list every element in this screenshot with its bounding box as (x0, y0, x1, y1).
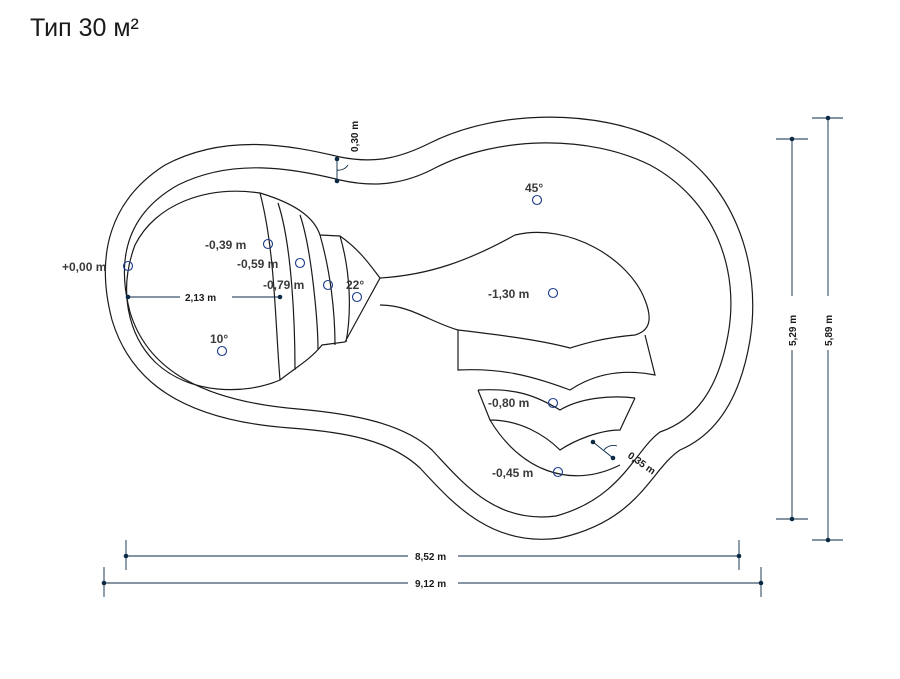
dim-inner-width: 5,29 m (776, 136, 808, 522)
label-level-step2: -0,59 m (237, 257, 278, 271)
level-marker-step2 (294, 257, 306, 269)
level-markers (122, 194, 564, 478)
label-angle-ramp: 22° (346, 278, 364, 292)
dim-round-radius: 2,13 m (125, 293, 283, 304)
label-dim-inner-width: 5,29 m (788, 315, 799, 346)
steps-left (259, 192, 381, 381)
level-marker-edge (122, 260, 134, 272)
label-dim-rim: 0,30 m (350, 121, 361, 152)
round-area (126, 190, 281, 391)
level-marker-step1 (262, 238, 274, 250)
dim-outer-length: 9,12 m (101, 567, 764, 597)
level-marker-right2 (552, 466, 564, 478)
page-title: Тип 30 м² (30, 14, 139, 42)
label-dim-outer-width: 5,89 m (824, 315, 835, 346)
dim-rim-width: 0,30 m (334, 121, 361, 184)
label-dim-step: 0,35 m (625, 450, 657, 477)
label-level-step3: -0,79 m (263, 278, 304, 292)
level-marker-step3 (322, 279, 334, 291)
level-marker-deep (547, 287, 559, 299)
label-dim-radius: 2,13 m (185, 293, 216, 304)
label-dim-inner-length: 8,52 m (415, 552, 446, 563)
dim-inner-length: 8,52 m (123, 540, 742, 570)
level-marker-wall (531, 194, 543, 206)
label-level-right2: -0,45 m (492, 466, 533, 480)
label-angle-wall: 45° (525, 181, 543, 195)
label-angle-bottom: 10° (210, 332, 228, 346)
label-level-step1: -0,39 m (205, 238, 246, 252)
label-level-edge: +0,00 m (62, 260, 106, 274)
pool-outer-rim (104, 116, 754, 540)
level-marker-right1 (547, 397, 559, 409)
pool-inner-rim (123, 142, 732, 518)
label-level-right1: -0,80 m (488, 396, 529, 410)
label-dim-outer-length: 9,12 m (415, 579, 446, 590)
level-marker-bottom (216, 345, 228, 357)
steps-right (457, 330, 656, 477)
label-level-deep: -1,30 m (488, 287, 529, 301)
dim-outer-width: 5,89 m (812, 115, 843, 543)
level-marker-ramp (351, 291, 363, 303)
